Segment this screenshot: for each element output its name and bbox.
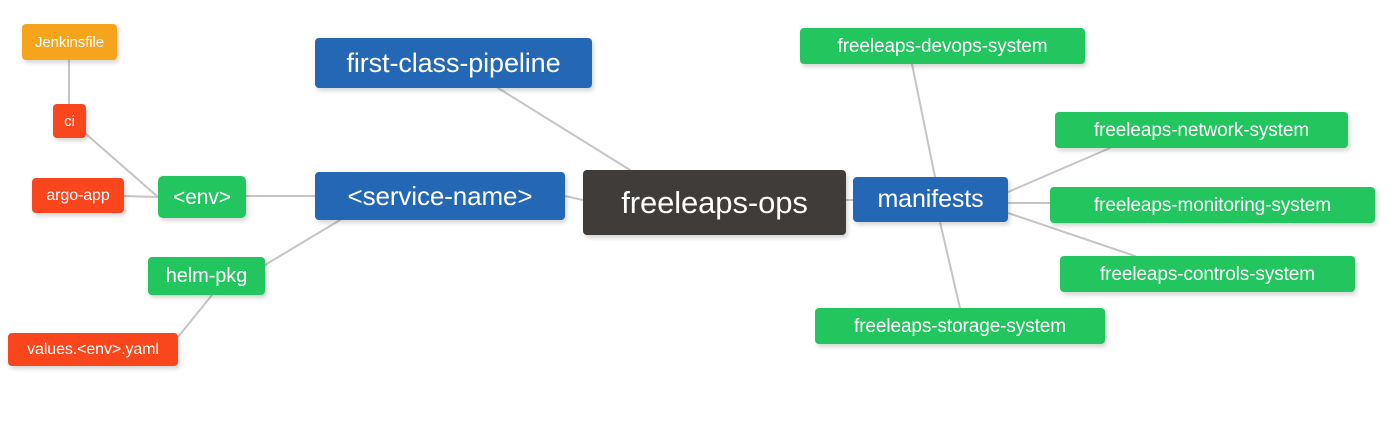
node-values-env-yaml[interactable]: values.<env>.yaml [8,333,178,366]
edge-service-name-to-freeleaps-ops [564,195,584,201]
node-freeleaps-ops[interactable]: freeleaps-ops [583,170,846,235]
node-service-name[interactable]: <service-name> [315,172,565,220]
node-helm-pkg[interactable]: helm-pkg [148,257,265,295]
node-label-freeleaps-devops-system: freeleaps-devops-system [837,35,1048,57]
node-label-jenkinsfile: Jenkinsfile [35,33,104,51]
node-freeleaps-monitoring-system[interactable]: freeleaps-monitoring-system [1050,187,1375,223]
edge-first-class-pipeline-to-freeleaps-ops [497,87,631,171]
node-freeleaps-controls-system[interactable]: freeleaps-controls-system [1060,256,1355,292]
edge-manifests-to-freeleaps-storage-system [939,221,961,309]
edge-manifests-to-freeleaps-devops-system [911,63,936,178]
node-label-freeleaps-monitoring-system: freeleaps-monitoring-system [1094,194,1331,216]
node-ci[interactable]: ci [53,104,86,138]
node-manifests[interactable]: manifests [853,177,1008,222]
node-label-values-env-yaml: values.<env>.yaml [27,340,159,358]
node-jenkinsfile[interactable]: Jenkinsfile [22,24,117,60]
node-env[interactable]: <env> [158,176,246,218]
edge-helm-pkg-to-service-name [264,219,341,266]
node-argo-app[interactable]: argo-app [32,178,124,213]
node-label-first-class-pipeline: first-class-pipeline [346,47,561,78]
node-label-env: <env> [173,185,231,209]
node-label-freeleaps-ops: freeleaps-ops [621,185,808,220]
node-label-freeleaps-storage-system: freeleaps-storage-system [854,315,1066,337]
node-freeleaps-network-system[interactable]: freeleaps-network-system [1055,112,1348,148]
node-first-class-pipeline[interactable]: first-class-pipeline [315,38,592,88]
node-freeleaps-devops-system[interactable]: freeleaps-devops-system [800,28,1085,64]
node-label-manifests: manifests [877,185,984,213]
edge-values-env-yaml-to-helm-pkg [177,294,213,338]
node-label-helm-pkg: helm-pkg [165,265,248,287]
node-label-freeleaps-controls-system: freeleaps-controls-system [1099,263,1316,285]
edge-argo-app-to-env [123,195,159,198]
node-label-ci: ci [64,112,75,130]
node-label-service-name: <service-name> [347,181,533,211]
edge-manifests-to-freeleaps-network-system [1007,147,1111,193]
node-label-argo-app: argo-app [46,186,110,204]
node-freeleaps-storage-system[interactable]: freeleaps-storage-system [815,308,1105,344]
node-label-freeleaps-network-system: freeleaps-network-system [1093,119,1310,141]
